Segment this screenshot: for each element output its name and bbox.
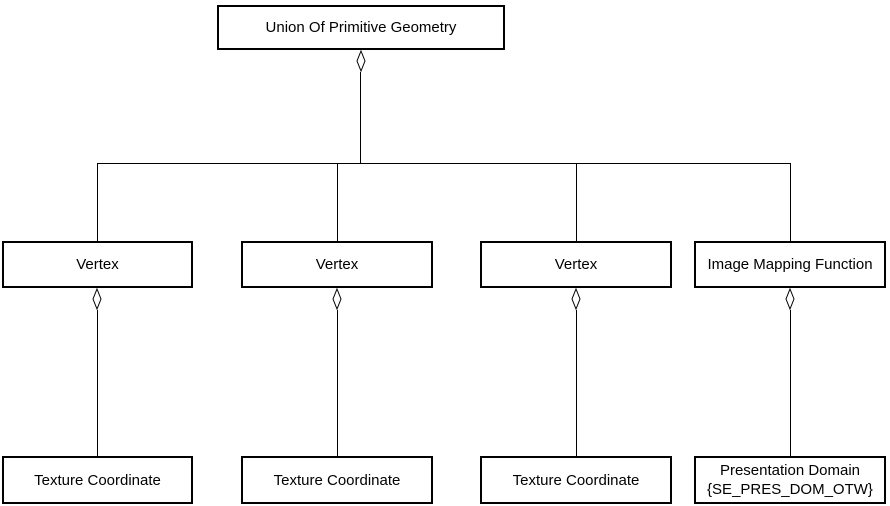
aggregation-diamond-icon: [571, 288, 581, 310]
aggregation-diamond-icon: [92, 288, 102, 310]
connector-branch-line: [790, 163, 791, 241]
node-sublabel: {SE_PRES_DOM_OTW}: [707, 481, 873, 498]
node-label: Texture Coordinate: [273, 471, 401, 489]
node-texture-coordinate-2: Texture Coordinate: [241, 456, 433, 504]
node-label: Vertex: [76, 256, 119, 273]
connector-child-leaf-line: [337, 310, 338, 456]
node-vertex-2: Vertex: [241, 241, 433, 288]
node-vertex-3: Vertex: [480, 241, 672, 288]
aggregation-diamond-icon: [785, 288, 795, 310]
connector-branch-line: [576, 163, 577, 241]
connector-branch-line: [337, 163, 338, 241]
connector-child-leaf-line: [576, 310, 577, 456]
node-label: Union Of Primitive Geometry: [265, 19, 457, 36]
aggregation-diamond-icon: [356, 50, 366, 72]
connector-trunk-line: [360, 72, 361, 163]
node-label: Image Mapping Function: [707, 256, 873, 273]
aggregation-diamond-icon: [332, 288, 342, 310]
node-texture-coordinate-3: Texture Coordinate: [480, 456, 672, 504]
node-label: Texture Coordinate: [34, 471, 161, 489]
node-label: Vertex: [315, 256, 359, 273]
node-vertex-1: Vertex: [2, 241, 193, 288]
node-union-of-primitive-geometry: Union Of Primitive Geometry: [217, 5, 505, 50]
node-label: Texture Coordinate: [512, 471, 640, 489]
connector-branch-line: [97, 163, 98, 241]
node-texture-coordinate-1: Texture Coordinate: [2, 456, 193, 504]
connector-bus-line: [97, 163, 791, 164]
node-presentation-domain: Presentation Domain {SE_PRES_DOM_OTW}: [694, 456, 886, 504]
connector-child-leaf-line: [790, 310, 791, 456]
node-image-mapping-function: Image Mapping Function: [694, 241, 886, 288]
connector-child-leaf-line: [97, 310, 98, 456]
node-label: Vertex: [554, 256, 598, 273]
node-label: Presentation Domain: [719, 462, 861, 479]
